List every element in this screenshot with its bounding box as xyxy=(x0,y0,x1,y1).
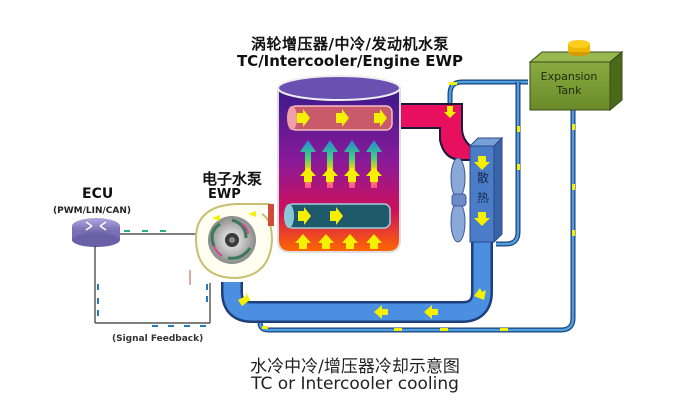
caption-en: TC or Intercooler cooling xyxy=(251,374,459,394)
router-icon xyxy=(72,218,120,247)
fan-icon xyxy=(450,157,467,243)
turbo-intercooler-cylinder xyxy=(277,75,401,253)
signal-lines xyxy=(94,230,211,327)
ecu-protocols: (PWM/LIN/CAN) xyxy=(53,206,131,216)
tank-label-line2: Tank xyxy=(556,84,582,97)
radiator-char-1: 散 xyxy=(476,171,489,185)
hot-outlet-pipe xyxy=(397,103,477,161)
pump-label-en: EWP xyxy=(208,187,241,202)
pump-label-cn: 电子水泵 xyxy=(202,170,263,188)
flow-arrows xyxy=(238,82,575,331)
main-coolant-pipe xyxy=(221,240,493,323)
heat-flow-arrows xyxy=(300,140,382,188)
radiator-char-2: 热 xyxy=(476,191,489,205)
signal-feedback-label: (Signal Feedback) xyxy=(112,334,204,344)
radiator-label: 散 热 xyxy=(476,168,490,208)
diagram-title-cn: 涡轮增压器/中冷/发动机水泵 xyxy=(251,35,449,53)
expansion-tank-label: Expansion Tank xyxy=(528,70,610,98)
impeller-icon xyxy=(189,203,274,285)
ecu-label: ECU xyxy=(82,186,114,202)
expansion-tank xyxy=(528,40,624,112)
diagram-title-en: TC/Intercooler/Engine EWP xyxy=(236,52,464,70)
caption-cn: 水冷中冷/增压器冷却示意图 xyxy=(250,357,460,377)
return-line xyxy=(257,108,576,333)
tank-label-line1: Expansion xyxy=(540,70,598,83)
radiator xyxy=(468,136,504,244)
